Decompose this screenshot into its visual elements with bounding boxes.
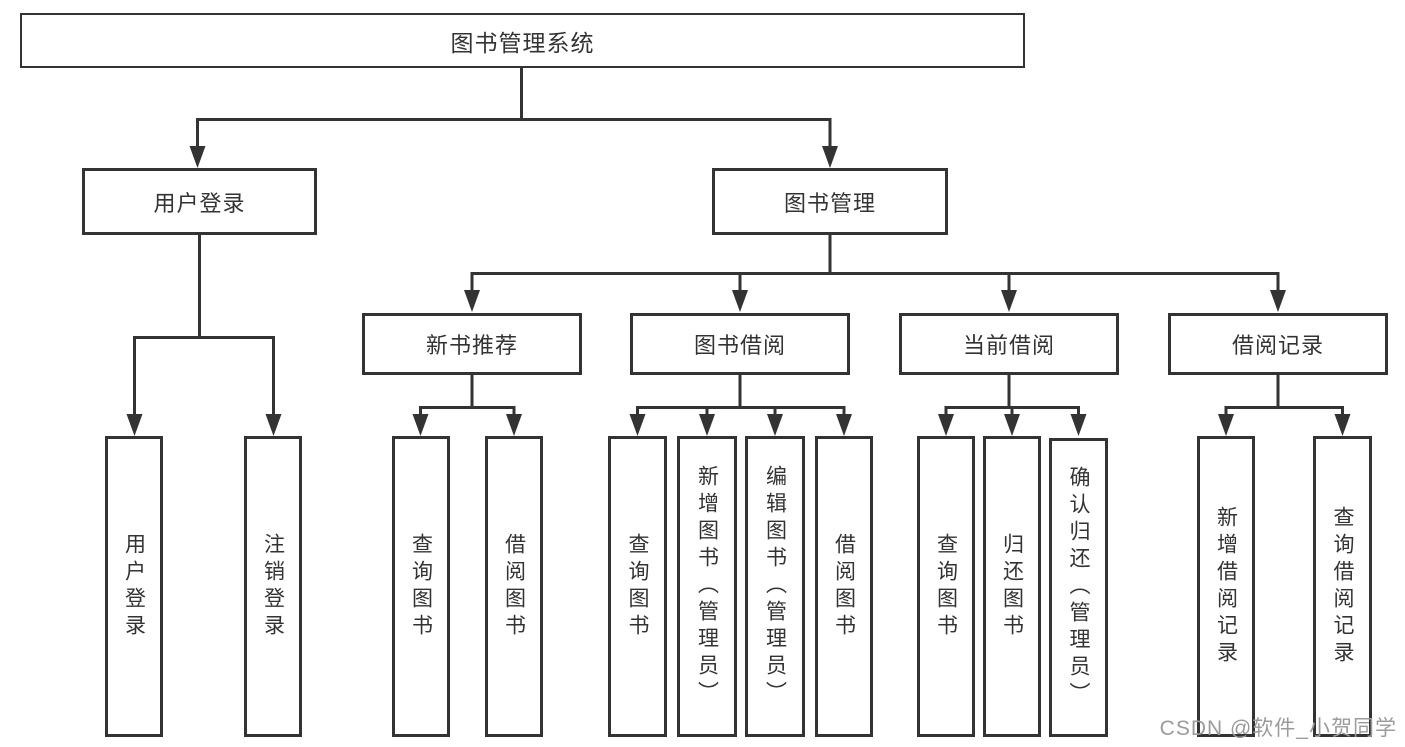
node-borrow-record: 借阅记录 bbox=[1168, 313, 1388, 375]
leaf-borrow-book-2: 借阅图书 bbox=[815, 436, 873, 737]
connector-borrow-record-children bbox=[1218, 375, 1351, 436]
leaf-return-book: 归还图书 bbox=[983, 436, 1041, 737]
node-new-book-recommend: 新书推荐 bbox=[362, 313, 582, 375]
connector-current-borrow-children bbox=[938, 375, 1087, 436]
node-user-login: 用户登录 bbox=[82, 168, 317, 235]
node-book-management: 图书管理 bbox=[712, 168, 948, 235]
leaf-borrow-book-1: 借阅图书 bbox=[485, 436, 543, 737]
node-current-borrow: 当前借阅 bbox=[899, 313, 1119, 375]
connector-book-management-to-sections bbox=[464, 235, 1286, 312]
connector-user-login-children bbox=[126, 235, 282, 436]
leaf-add-borrow-record: 新增借阅记录 bbox=[1197, 436, 1255, 737]
leaf-query-book-2: 查询图书 bbox=[608, 436, 667, 737]
leaf-logout: 注销登录 bbox=[244, 436, 302, 737]
leaf-user-login: 用户登录 bbox=[105, 436, 163, 737]
node-book-borrow: 图书借阅 bbox=[630, 313, 850, 375]
connector-book-borrow-children bbox=[629, 375, 852, 436]
leaf-query-borrow-record: 查询借阅记录 bbox=[1313, 436, 1372, 737]
leaf-edit-book-admin: 编辑图书（管理员） bbox=[745, 436, 805, 737]
leaf-query-book-3: 查询图书 bbox=[917, 436, 975, 737]
leaf-confirm-return-admin: 确认归还（管理员） bbox=[1049, 438, 1108, 737]
connector-new-book-children bbox=[412, 375, 522, 436]
leaf-query-book-1: 查询图书 bbox=[392, 436, 450, 737]
leaf-add-book-admin: 新增图书（管理员） bbox=[677, 436, 737, 737]
csdn-watermark: CSDN @软件_小贺同学 bbox=[1159, 717, 1397, 740]
connector-root-to-level2 bbox=[189, 67, 838, 168]
node-root: 图书管理系统 bbox=[20, 13, 1025, 68]
